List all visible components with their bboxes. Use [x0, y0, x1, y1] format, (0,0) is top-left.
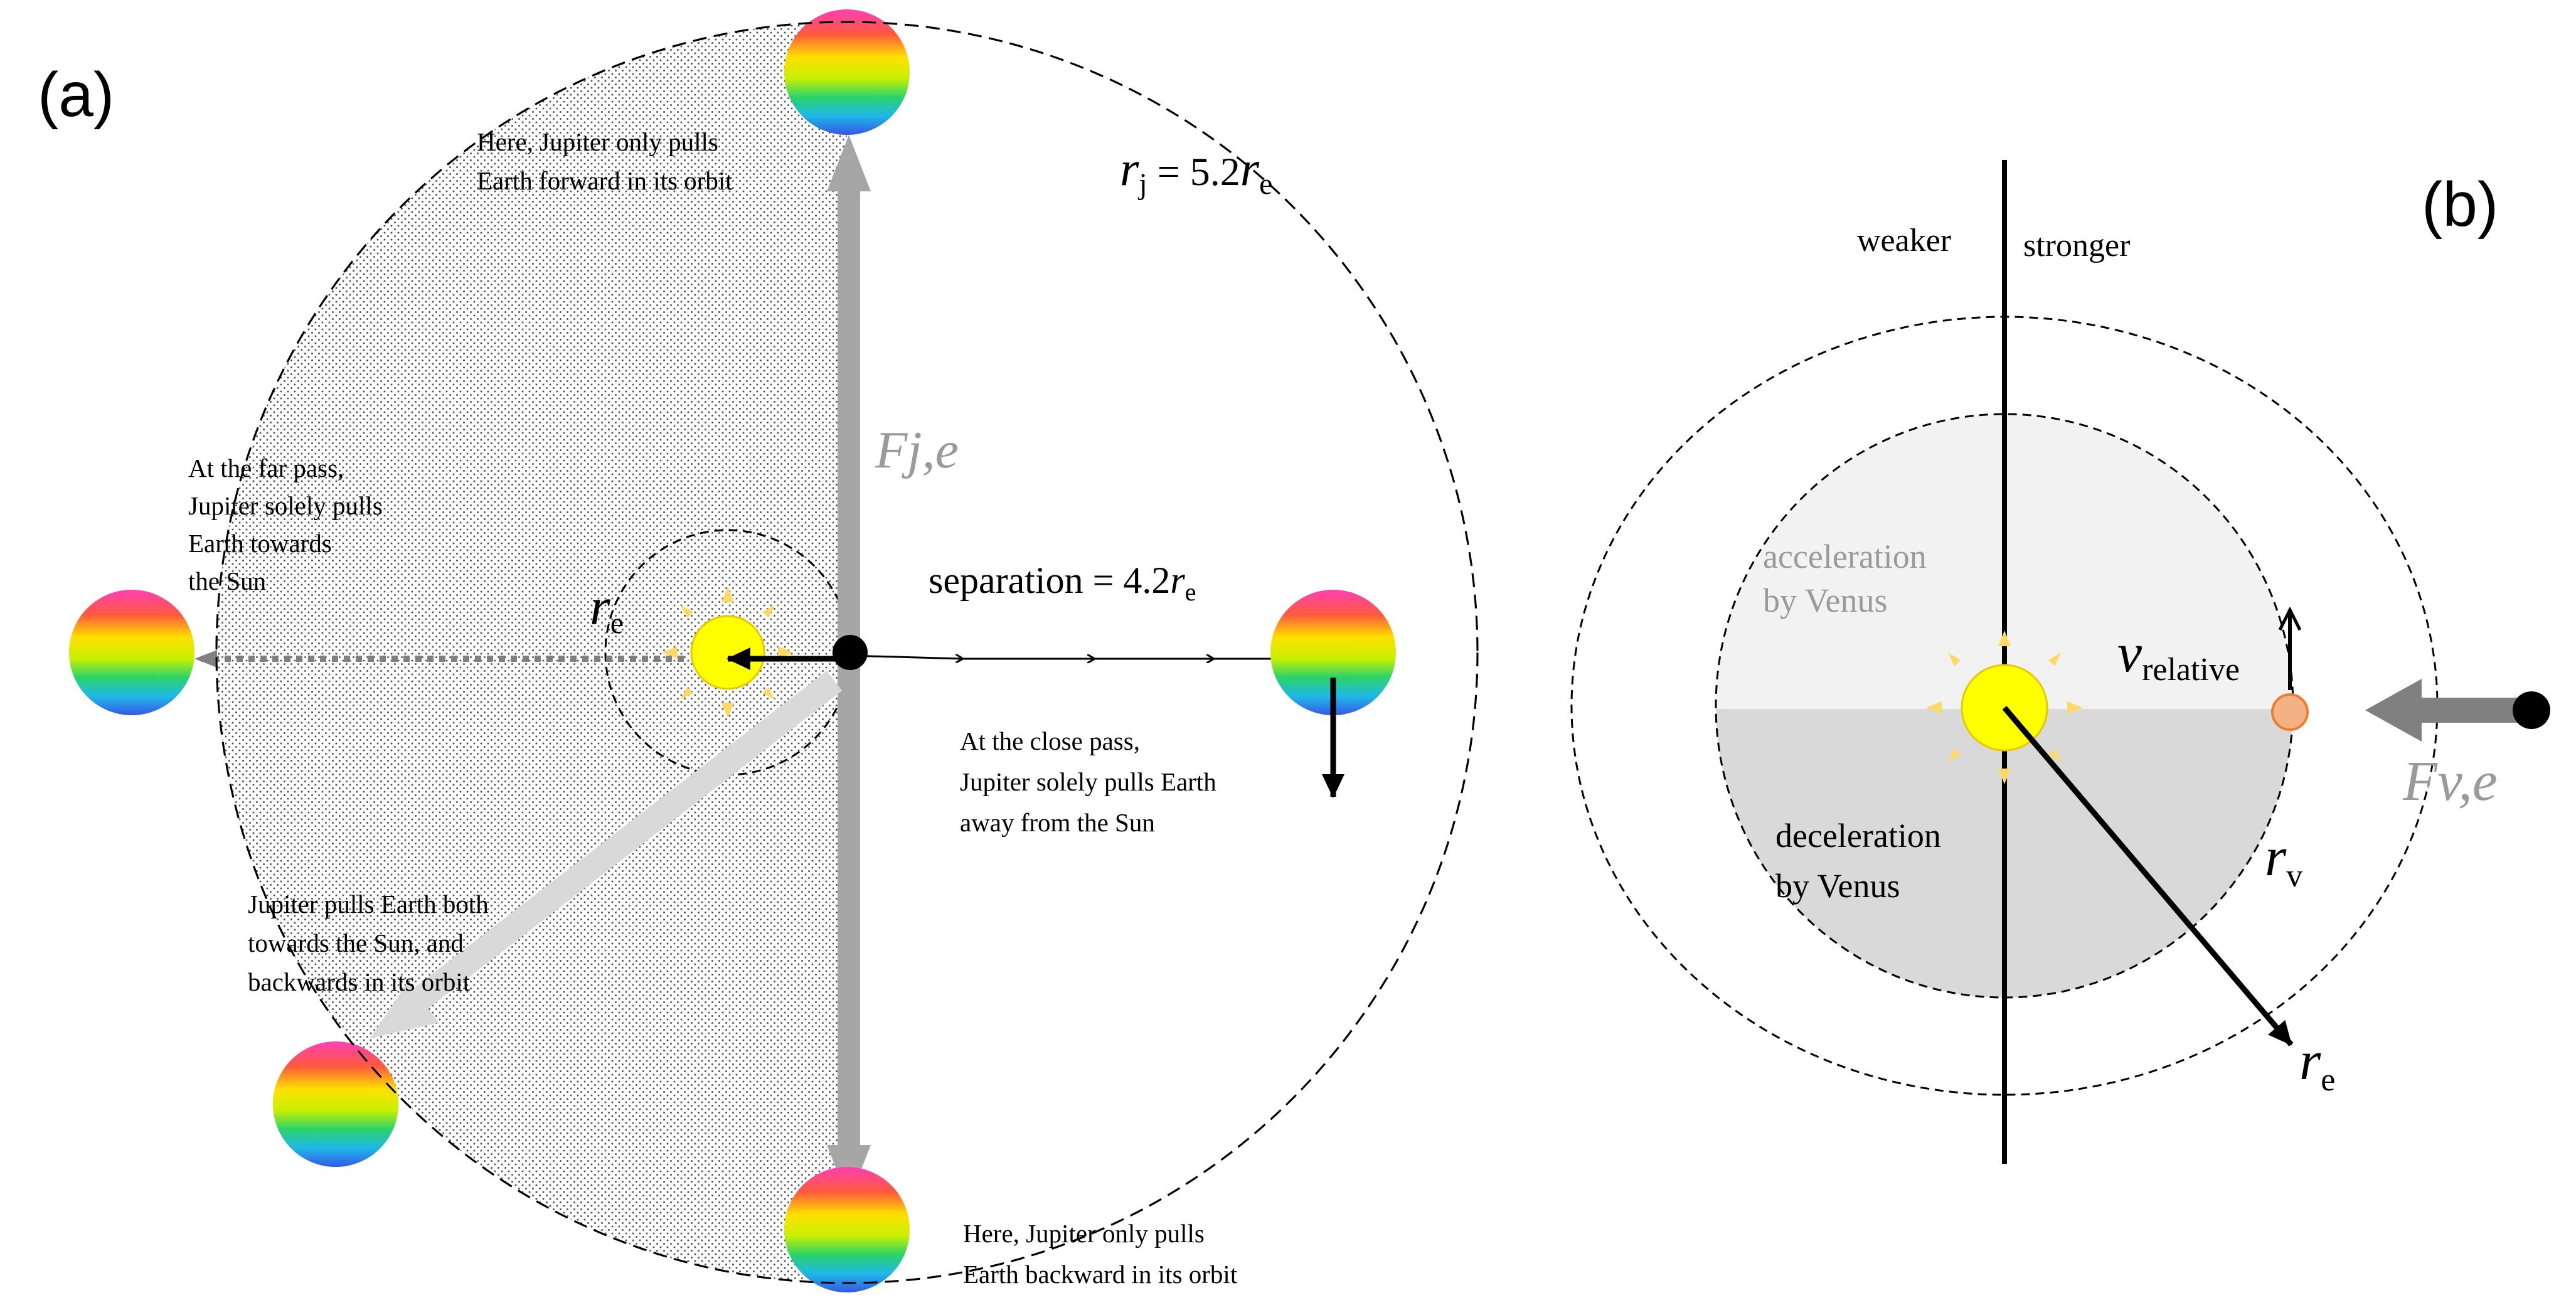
panel-a-label: (a)	[38, 60, 114, 130]
jupiter-bottom	[784, 1167, 910, 1292]
acceleration-label: acceleration by Venus	[1763, 538, 1935, 619]
force-label-fj: Fj,e	[875, 421, 959, 479]
earth-dot-b	[2513, 691, 2550, 729]
panel-a: (a) rj = 5.2re Fj,e separation = 4.2re r…	[38, 9, 1479, 1292]
force-arrow-fv	[2365, 679, 2525, 742]
venus-icon	[2271, 693, 2309, 731]
earth-radius-label-b: re	[2299, 1031, 2335, 1098]
earth-orbit-label: re	[590, 578, 624, 640]
earth-dot	[833, 635, 868, 670]
jupiter-top	[784, 9, 910, 135]
jupiter-right	[1270, 590, 1396, 715]
panel-b-label: (b)	[2422, 169, 2498, 240]
note-far-pass: At the far pass, Jupiter solely pulls Ea…	[188, 454, 389, 595]
panel-b: (b) weaker stronger acceleration by Venu…	[1570, 160, 2550, 1164]
v-relative-label: vrelative	[2117, 623, 2240, 688]
note-top: Here, Jupiter only pulls Earth forward i…	[477, 127, 733, 195]
jupiter-left	[69, 590, 194, 715]
jupiter-orbit-label: rj = 5.2re	[1120, 141, 1272, 201]
jupiter-lower-left	[273, 1041, 398, 1167]
venus-radius-label: rv	[2265, 827, 2302, 894]
earth-radius-arrow	[2002, 706, 2294, 1046]
stronger-label: stronger	[2023, 228, 2130, 264]
note-bottom: Here, Jupiter only pulls Earth backward …	[963, 1219, 1238, 1289]
diagonal-force-arrow	[370, 671, 843, 1038]
force-label-fv: Fv,e	[2402, 750, 2498, 812]
deceleration-region	[1716, 709, 2293, 998]
weaker-label: weaker	[1857, 223, 1951, 258]
note-close-pass: At the close pass, Jupiter solely pulls …	[960, 727, 1223, 837]
note-lower-left: Jupiter pulls Earth both towards the Sun…	[248, 890, 495, 996]
separation-label: separation = 4.2re	[929, 560, 1196, 606]
sun-icon	[662, 587, 794, 718]
jupiter-orbit-overlay	[215, 21, 1479, 1284]
separation-line	[849, 656, 1330, 659]
deceleration-label: deceleration by Venus	[1775, 817, 1949, 905]
